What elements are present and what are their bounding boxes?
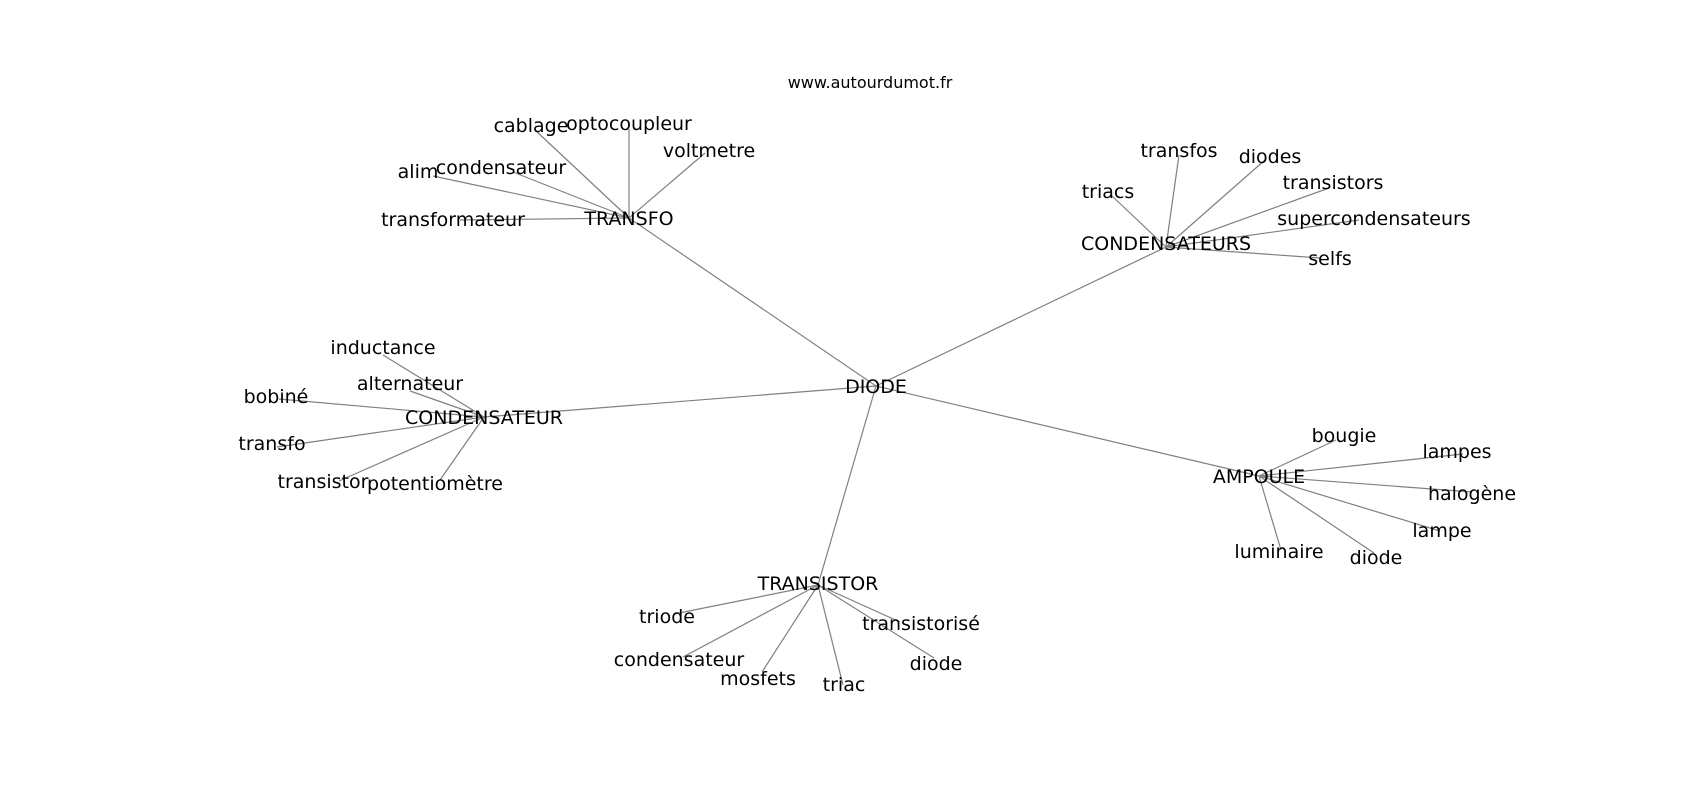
edge-transfo-2	[628, 152, 706, 219]
leaf-node-condensateur-4[interactable]: transistor	[278, 471, 369, 493]
leaf-node-condensateur-0[interactable]: inductance	[330, 337, 435, 359]
leaf-node-condensateur-2[interactable]: bobiné	[244, 386, 309, 408]
leaf-node-transfo-5[interactable]: transformateur	[381, 209, 525, 231]
edge-ampoule-3	[1258, 475, 1441, 532]
edge-condensateur-1	[409, 390, 485, 418]
leaf-node-condensateurs-5[interactable]: selfs	[1308, 248, 1351, 270]
leaf-node-ampoule-2[interactable]: halogène	[1428, 483, 1516, 505]
edge-transistor-2	[761, 584, 819, 673]
leaf-node-condensateurs-3[interactable]: transistors	[1283, 172, 1384, 194]
edge-ampoule-4	[1258, 475, 1375, 554]
edge-condensateurs-3	[1165, 187, 1330, 248]
leaf-node-ampoule-5[interactable]: luminaire	[1234, 541, 1323, 563]
edge-transistor-3	[817, 584, 844, 686]
leaf-node-transfo-3[interactable]: alim	[398, 161, 439, 183]
leaf-node-transistor-4[interactable]: transistorisé	[862, 613, 980, 635]
hub-node-transfo[interactable]: TRANSFO	[583, 208, 673, 230]
edge-condensateurs-0	[1165, 154, 1180, 248]
edge-condensateurs-4	[1165, 219, 1360, 248]
edge-condensateur-5	[439, 416, 485, 481]
leaf-node-transistor-5[interactable]: diode	[910, 653, 963, 675]
edge-transfo-0	[534, 129, 630, 219]
leaf-node-ampoule-4[interactable]: diode	[1350, 547, 1403, 569]
edge-condensateurs-2	[1111, 195, 1167, 248]
leaf-node-transfo-0[interactable]: cablage	[494, 115, 569, 137]
leaf-node-condensateur-1[interactable]: alternateur	[357, 373, 463, 395]
edge-condensateur-3	[276, 416, 485, 448]
edge-ampoule-1	[1258, 453, 1464, 477]
edge-diode-transistor	[817, 385, 877, 586]
edge-transistor-1	[682, 584, 819, 658]
leaf-node-ampoule-0[interactable]: bougie	[1312, 425, 1377, 447]
edge-condensateurs-5	[1165, 246, 1321, 259]
leaf-node-condensateur-5[interactable]: potentiomètre	[367, 473, 503, 495]
edge-condensateur-2	[278, 398, 485, 418]
leaf-node-transfo-2[interactable]: voltmetre	[663, 140, 755, 162]
hub-node-condensateur[interactable]: CONDENSATEUR	[405, 407, 563, 429]
edge-transfo-3	[432, 175, 630, 219]
leaf-node-condensateurs-0[interactable]: transfos	[1140, 140, 1217, 162]
edge-diode-ampoule	[875, 385, 1260, 477]
edge-transfo-4	[512, 171, 630, 219]
leaf-node-condensateurs-1[interactable]: diodes	[1239, 146, 1302, 168]
leaf-node-ampoule-1[interactable]: lampes	[1422, 441, 1491, 463]
hub-node-transistor[interactable]: TRANSISTOR	[757, 573, 879, 595]
leaf-node-condensateurs-4[interactable]: supercondensateurs	[1277, 208, 1470, 230]
edge-diode-condensateur	[483, 385, 877, 418]
edge-transistor-0	[673, 584, 819, 615]
center-node-diode[interactable]: DIODE	[845, 376, 907, 398]
edge-ampoule-5	[1258, 475, 1282, 551]
edge-ampoule-2	[1258, 475, 1473, 493]
edge-condensateurs-1	[1165, 159, 1266, 248]
leaf-node-transistor-1[interactable]: condensateur	[614, 649, 745, 671]
leaf-node-transistor-3[interactable]: triac	[823, 674, 866, 696]
edge-condensateur-4	[338, 416, 485, 482]
leaf-node-ampoule-3[interactable]: lampe	[1412, 520, 1471, 542]
leaf-node-transfo-1[interactable]: optocoupleur	[566, 113, 692, 135]
leaf-node-condensateur-3[interactable]: transfo	[238, 433, 305, 455]
leaf-node-transistor-2[interactable]: mosfets	[720, 668, 796, 690]
edge-condensateur-0	[382, 354, 485, 418]
site-url: www.autourdumot.fr	[788, 73, 953, 92]
edge-ampoule-0	[1258, 439, 1337, 477]
edge-transistor-5	[817, 584, 935, 659]
hub-node-ampoule[interactable]: AMPOULE	[1213, 466, 1305, 488]
edges	[276, 129, 1473, 686]
edge-diode-transfo	[628, 217, 877, 387]
edge-transfo-5	[459, 217, 630, 221]
edge-transistor-4	[817, 584, 901, 623]
leaf-node-condensateurs-2[interactable]: triacs	[1082, 181, 1135, 203]
leaf-node-transfo-4[interactable]: condensateur	[436, 157, 567, 179]
labels: www.autourdumot.fr DIODE TRANSFO cablageo…	[238, 73, 1516, 696]
edge-diode-condensateurs	[875, 246, 1167, 387]
hub-node-condensateurs[interactable]: CONDENSATEURS	[1081, 233, 1251, 255]
leaf-node-transistor-0[interactable]: triode	[639, 606, 695, 628]
